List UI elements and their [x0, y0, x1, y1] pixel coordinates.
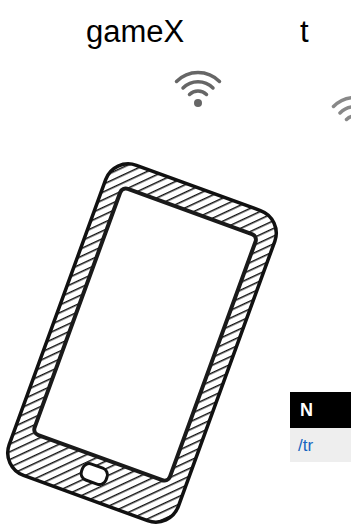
table-header [290, 392, 351, 428]
table-row [290, 428, 351, 462]
wifi-symbol [177, 72, 220, 107]
tablet-illustration [1, 157, 283, 529]
device-name: t [300, 16, 309, 47]
table-header-cell: N [300, 401, 313, 419]
device-name: gameX [86, 16, 184, 47]
table-cell: /tr [298, 437, 313, 454]
wifi-symbol [334, 97, 351, 132]
